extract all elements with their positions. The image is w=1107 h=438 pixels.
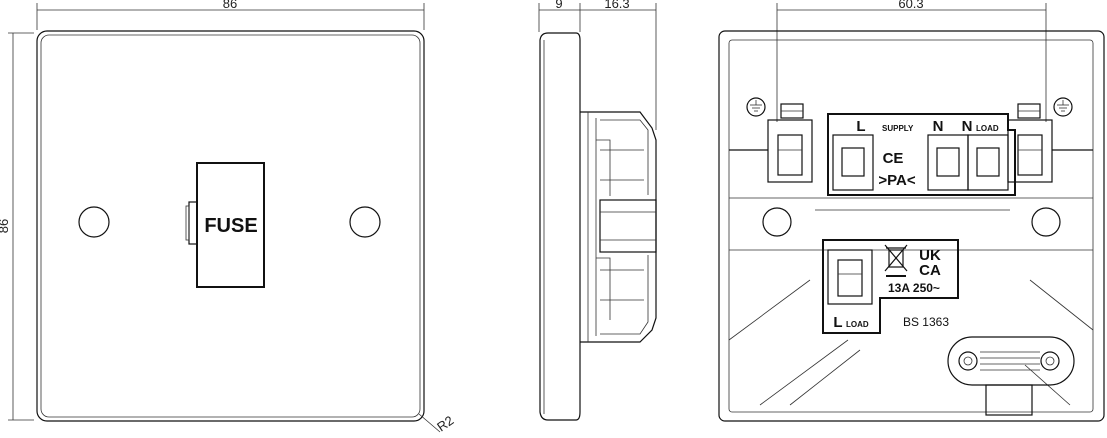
side-body-depth-label: 16.3: [604, 0, 629, 11]
ce-mark: CE: [883, 150, 904, 167]
fuse-carrier: FUSE: [185, 162, 265, 288]
rear-outer-frame: [718, 30, 1105, 422]
radius-label: R2: [434, 413, 456, 435]
main-terminal-block: L SUPPLY N N LOAD CE >PA<: [827, 113, 1016, 196]
rear-span-dimension: 60.3: [776, 0, 1047, 122]
terminal-n1-label: N: [933, 118, 944, 135]
front-height-label: 86: [0, 219, 11, 233]
left-screw-hole: [78, 206, 110, 238]
rear-inner-frame: [728, 39, 1094, 413]
pa-mark: >PA<: [878, 172, 915, 189]
front-plate-outline: [36, 30, 425, 422]
rear-view: 60.3: [718, 0, 1105, 422]
weee-bin-icon: [884, 244, 908, 277]
fuse-label: FUSE: [204, 215, 257, 237]
front-height-dimension: 86: [0, 32, 34, 421]
terminal-l-load-sub-label: LOAD: [846, 320, 869, 329]
ukca-mark-line1: UK: [919, 247, 941, 264]
left-earth-terminal: [767, 103, 813, 183]
rear-span-label: 60.3: [898, 0, 923, 11]
right-screw-hole: [349, 206, 381, 238]
side-body: [580, 111, 657, 343]
terminal-l-load-label: L: [833, 314, 842, 331]
rear-right-screw-hole: [1031, 207, 1061, 237]
side-plate-depth-label: 9: [555, 0, 562, 11]
radius-callout: R2: [418, 413, 456, 435]
side-dimensions: 9 16.3: [538, 0, 657, 130]
rating-label: 13A 250~: [888, 281, 940, 295]
side-view: 9 16.3: [538, 0, 657, 421]
left-earth-symbol: [746, 97, 766, 117]
right-earth-symbol: [1053, 97, 1073, 117]
ukca-mark-line2: CA: [919, 262, 941, 279]
terminal-supply-label: SUPPLY: [882, 124, 914, 133]
load-terminal-block: UK CA 13A 250~ L LOAD: [822, 239, 959, 334]
front-view: 86 86 FUSE R2: [0, 0, 456, 434]
rear-left-screw-hole: [762, 207, 792, 237]
front-width-label: 86: [223, 0, 237, 11]
terminal-n2-sub-label: LOAD: [976, 124, 999, 133]
standard-label: BS 1363: [903, 315, 949, 329]
terminal-l-label: L: [856, 118, 865, 135]
cable-clamp: [947, 336, 1075, 416]
front-plate-inner: [40, 34, 421, 418]
side-plate-profile: [539, 32, 581, 421]
front-width-dimension: 86: [36, 0, 425, 30]
terminal-n2-label: N: [962, 118, 973, 135]
